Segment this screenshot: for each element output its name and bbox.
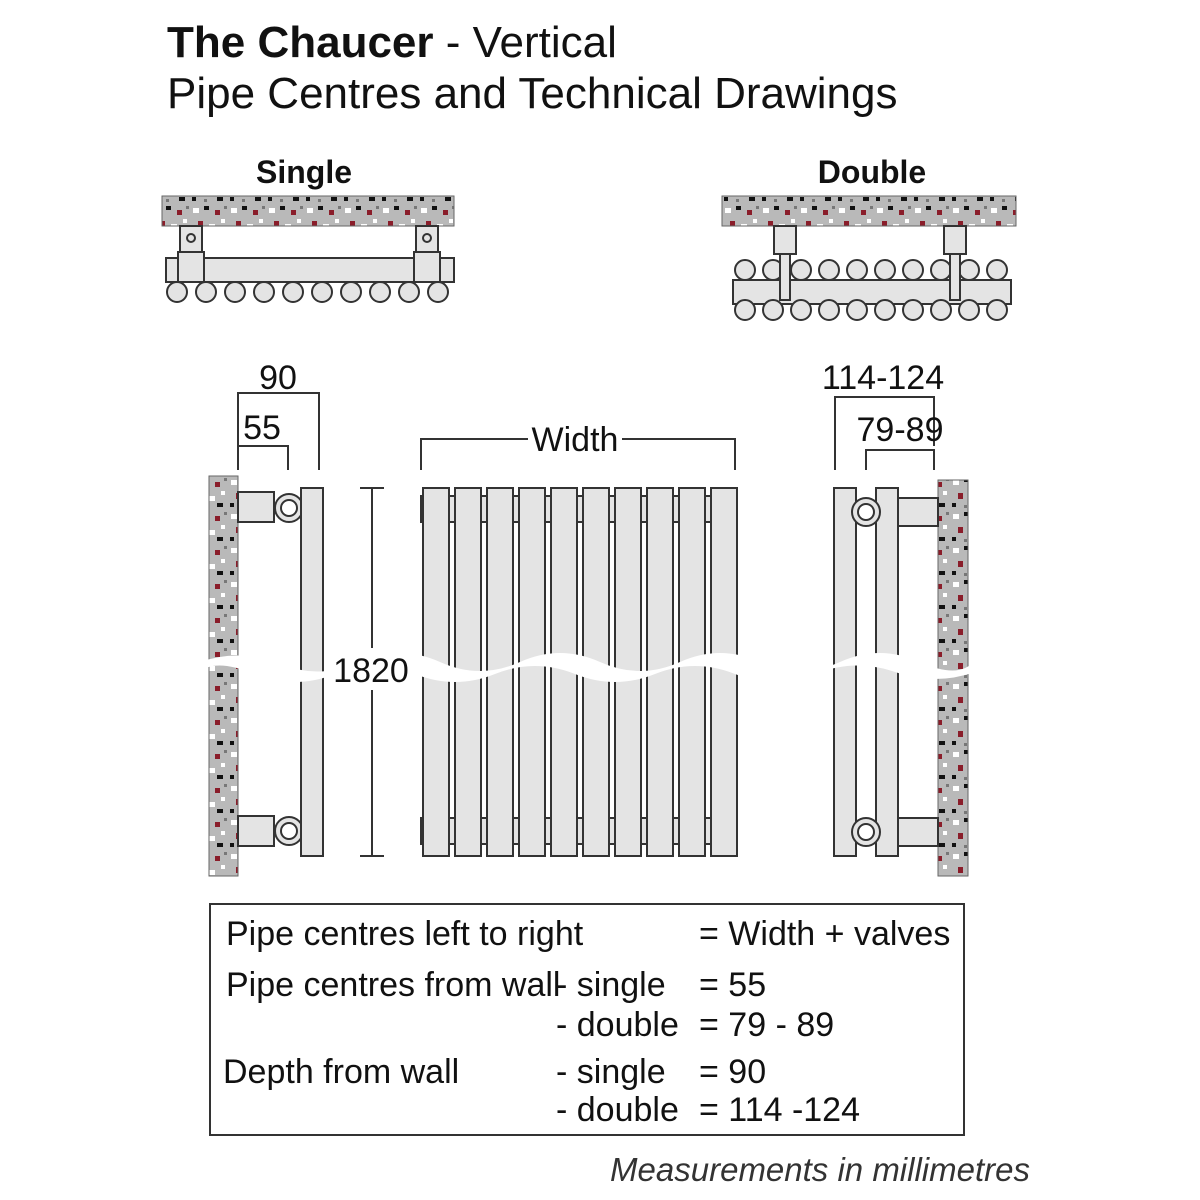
double-view-label: Double [818,154,926,190]
spec-row-2-label: Pipe centres from wall [226,966,561,1004]
spec-table: Pipe centres left to right = Width + val… [209,903,965,1136]
single-depth-label: 90 [259,359,297,397]
single-header-bar [165,257,455,283]
double-pipe-label: 79-89 [857,411,944,449]
wall-top-double [721,195,1017,227]
page-title: The Chaucer - Vertical [167,18,617,68]
spec-row-1-label: Pipe centres left to right [226,915,584,953]
spec-row-4-value: = 90 [699,1053,767,1091]
double-panel-front [833,487,857,857]
spec-row-3-value: = 79 - 89 [699,1006,835,1044]
wall-top-single [161,195,455,227]
spec-row-2-value: = 55 [699,966,767,1004]
spec-row-2-sub: - single [556,966,666,1004]
height-dimension [360,487,384,857]
front-view: Width [420,421,738,857]
height-label: 1820 [333,652,409,690]
spec-row-5-sub: - double [556,1091,679,1129]
page-subtitle: Pipe Centres and Technical Drawings [167,69,898,118]
single-pipe-label: 55 [243,409,281,447]
radiator-columns [422,487,738,857]
units-note: Measurements in millimetres [610,1151,1030,1188]
double-panel-back [875,487,899,857]
single-side-view: 90 55 [208,359,324,877]
double-top-view: Double [721,154,1017,321]
width-label: Width [532,421,619,459]
product-name: The Chaucer [167,18,434,67]
spec-row-4-label: Depth from wall [223,1053,460,1091]
single-top-view: Single [161,154,455,303]
spec-row-5-value: = 114 -124 [699,1091,861,1129]
title-suffix: - Vertical [433,18,617,67]
single-view-label: Single [256,154,352,190]
double-side-view: 114-124 79-89 [822,359,969,877]
spec-row-3-sub: - double [556,1006,679,1044]
spec-row-1-value: = Width + valves [699,915,951,953]
height-label-bg [330,648,410,690]
wall-side-left [208,475,239,877]
double-depth-label: 114-124 [822,359,944,397]
spec-row-4-sub: - single [556,1053,666,1091]
